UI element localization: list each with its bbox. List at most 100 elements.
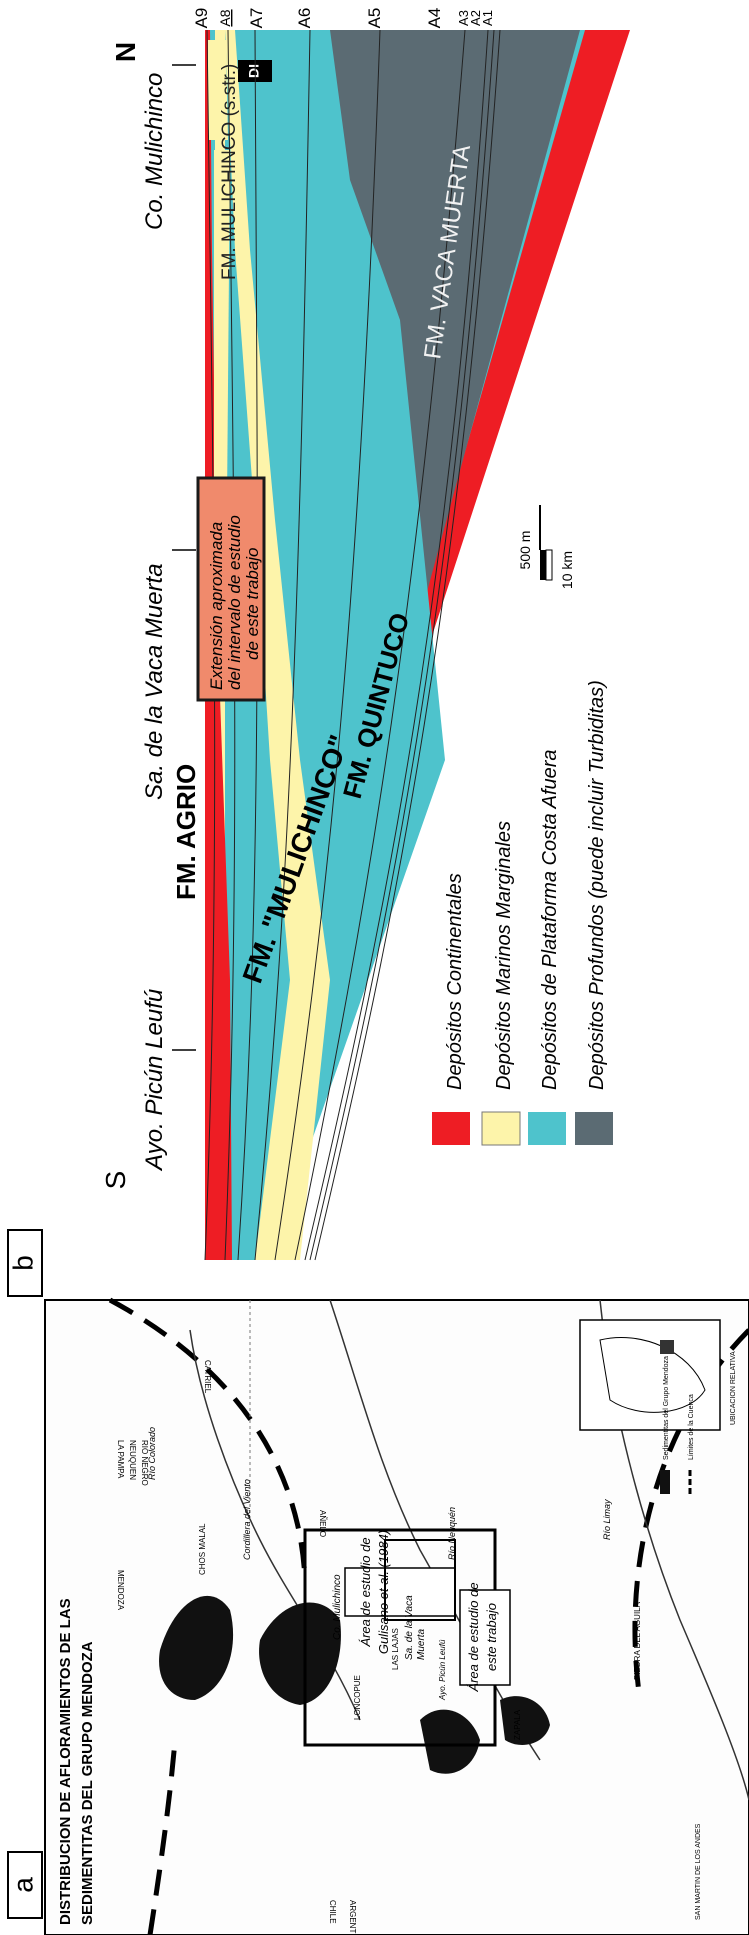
inset-country-outline [599, 1336, 706, 1413]
place-picun: Ayo. Picún Leufú [438, 1639, 447, 1701]
place-argentina: ARGENTINA [348, 1900, 357, 1935]
study-interval-line1: Extensión aproximada [207, 522, 226, 690]
inset-label: UBICACION RELATIVA [730, 1351, 737, 1425]
boundary-a7 [237, 29, 258, 1261]
place-neuquen: NEUQUEN [128, 1440, 137, 1480]
sequence-labels: A9 A8 A7 A6 A5 A4 A3 A2 A1 [192, 8, 495, 29]
place-mendoza: MENDOZA [116, 1570, 125, 1611]
section-top-continental [205, 30, 232, 1260]
panel-a: a DISTRIBUCION DE AFLORAMIENTOS DE LAS S… [7, 1297, 749, 1935]
outcrop-2 [259, 1602, 341, 1705]
current-study-label-box [459, 1589, 511, 1686]
current-study-label-line1: Área de estudio de [466, 1582, 481, 1692]
legend-label-continental: Depósitos Continentales [444, 873, 466, 1090]
place-chile: CHILE [328, 1900, 337, 1924]
map-title-line2: SEDIMENTITAS DEL GRUPO MENDOZA [79, 1641, 96, 1925]
place-anelo: AÑELO [318, 1510, 327, 1537]
outcrop-1 [159, 1595, 234, 1700]
place-rio-negro: RIO NEGRO [140, 1440, 149, 1486]
study-interval-line3: de este trabajo [243, 548, 262, 660]
seq-a7: A7 [247, 8, 266, 29]
place-las-lajas: LAS LAJAS [391, 1628, 400, 1670]
loc-picun: Ayo. Picún Leufú [141, 989, 168, 1172]
outcrop-3 [420, 1709, 480, 1774]
place-vaca-line1: Sa. de la Vaca [404, 1595, 415, 1660]
seq-a5: A5 [365, 8, 384, 29]
scale-horizontal-black [540, 550, 546, 580]
seq-a8: A8 [217, 9, 233, 26]
study-interval-box [196, 476, 266, 702]
inset-highlight [660, 1340, 674, 1354]
legend-swatch-platform [528, 1112, 566, 1145]
loc-vaca: Sa. de la Vaca Muerta [141, 563, 168, 800]
place-zapala: ZAPALA [513, 1709, 522, 1740]
boundary-a3 [304, 29, 489, 1261]
deposit-legend: Depósitos Continentales Depósitos Marino… [432, 680, 613, 1146]
scale-vertical-label: 500 m [517, 531, 533, 570]
south-label: S [100, 1171, 131, 1190]
place-loncopue: LONCOPUE [353, 1675, 362, 1720]
panel-b: b S N Ayo. Picún Leufú Sa. de la Vaca Mu… [7, 8, 630, 1297]
gulisano-label-line2: Gulisano et al. (1984) [376, 1530, 391, 1654]
gulisano-label-line1: Área de estudio de [358, 1537, 373, 1647]
loc-mulichinco: Co. Mulichinco [141, 73, 168, 230]
boundary-a9 [204, 29, 216, 1261]
fm-agrio: FM. AGRIO [171, 764, 201, 900]
map-title-line1: DISTRIBUCION DE AFLORAMIENTOS DE LAS [57, 1598, 74, 1925]
boundary-a8 [224, 29, 236, 1261]
river-neuquen [329, 1299, 541, 1761]
place-piedra: PIEDRA DEL AGUILA [633, 1601, 642, 1680]
basin-limit-west [147, 1739, 178, 1935]
place-cordillera: Cordillera del Viento [242, 1479, 252, 1560]
panel-a-label-box [7, 1851, 43, 1919]
outcrop-4 [500, 1696, 550, 1745]
river-limay-label: Río Limay [602, 1499, 612, 1540]
study-interval-line2: del intervalo de estudio [225, 515, 244, 690]
seq-a6: A6 [295, 8, 314, 29]
legend-label-platform: Depósitos de Plataforma Costa Afuera [539, 749, 561, 1090]
legend-label-marginal: Depósitos Marinos Marginales [493, 821, 515, 1090]
seq-a1: A1 [480, 10, 495, 26]
place-mulichinco: Co. Mulichinco [332, 1574, 343, 1640]
legend-swatch-marginal [481, 1111, 521, 1146]
panel-b-label-box [7, 1229, 43, 1297]
seq-a2: A2 [468, 10, 483, 26]
seq-a3: A3 [456, 10, 471, 26]
scale-horizontal-white [545, 549, 553, 581]
legend-basin-label: Límites de la Cuenca [688, 1394, 695, 1460]
sequence-boundaries [204, 29, 501, 1261]
river-neuquen-label: Río Neuquén [447, 1507, 457, 1560]
boundary-a6 [254, 29, 311, 1261]
boundary-a5 [274, 29, 381, 1261]
section-a9-marginal [208, 40, 228, 140]
scale-bar: 500 m 10 km [517, 505, 575, 589]
legend-swatch-continental [432, 1112, 470, 1145]
north-label: N [110, 42, 141, 62]
place-chos-malal: CHOS MALAL [198, 1523, 207, 1575]
current-study-box [384, 1539, 456, 1621]
scale-horizontal-label: 10 km [559, 551, 575, 589]
legend-outcrop-swatch [660, 1470, 670, 1494]
legend-swatch-deep [575, 1112, 613, 1145]
boundary-a2 [309, 29, 495, 1261]
seq-a4: A4 [425, 8, 444, 29]
legend-outcrop-label: Sedimentitas del Grupo Mendoza [663, 1356, 670, 1460]
panel-a-label: a [7, 1877, 38, 1893]
basin-limit-north [108, 1297, 308, 1581]
boundary-a4 [294, 29, 466, 1261]
panel-b-label: b [7, 1255, 38, 1271]
inset-map [579, 1319, 721, 1431]
di-label: DI [246, 64, 262, 78]
current-study-label-line2: este trabajo [484, 1603, 499, 1671]
place-san-martin: SAN MARTIN DE LOS ANDES [695, 1823, 702, 1920]
place-catriel: CATRIEL [203, 1360, 212, 1394]
gulisano-label-box [344, 1567, 456, 1617]
legend-label-deep: Depósitos Profundos (puede incluir Turbi… [586, 680, 608, 1090]
boundary-a1 [314, 29, 501, 1261]
river-colorado-label: Río Colorado [147, 1427, 157, 1480]
place-la-pampa: LA PAMPA [116, 1440, 125, 1479]
seq-a9: A9 [192, 8, 211, 29]
fm-mulichinco-sstr: FM. MULICHINCO (s.str.) [219, 64, 240, 280]
place-vaca-line2: Muerta [416, 1628, 427, 1660]
